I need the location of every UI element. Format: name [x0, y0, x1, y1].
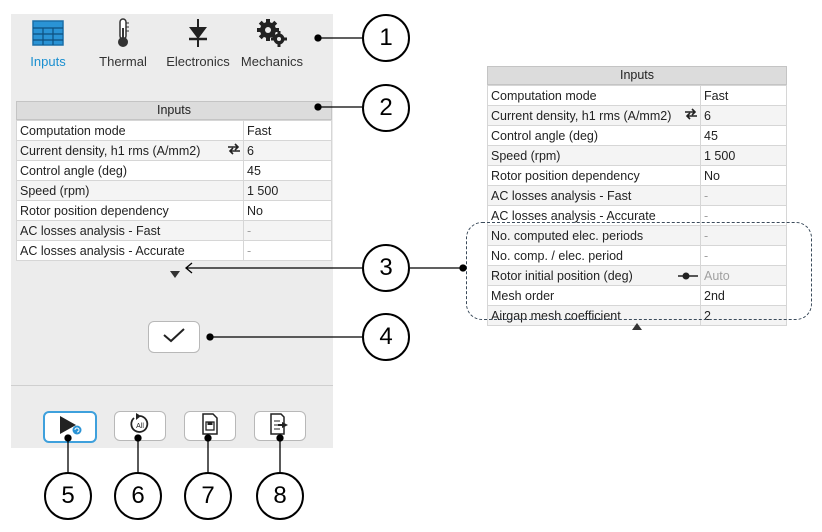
- gears-icon: [232, 16, 312, 50]
- tab-electronics[interactable]: Electronics: [158, 16, 238, 69]
- tab-label: Mechanics: [240, 54, 304, 69]
- callout-1: 1: [362, 14, 410, 62]
- row-label: No. comp. / elec. period: [487, 245, 701, 266]
- table-row[interactable]: Rotor initial position (deg) Auto: [487, 265, 787, 286]
- pin-toggle-icon[interactable]: [678, 270, 698, 284]
- expand-down-icon[interactable]: [170, 266, 180, 284]
- tab-label: Electronics: [166, 54, 230, 69]
- row-value[interactable]: 45: [700, 125, 787, 146]
- row-label: Speed (rpm): [16, 180, 244, 201]
- row-label: Control angle (deg): [487, 125, 701, 146]
- row-label: AC losses analysis - Accurate: [487, 205, 701, 226]
- diode-icon: [158, 16, 238, 50]
- advanced-rows-highlight: [466, 222, 812, 320]
- table-header: Inputs: [487, 66, 787, 85]
- table-header: Inputs: [16, 101, 332, 120]
- callout-4: 4: [362, 313, 410, 361]
- row-label: Computation mode: [16, 120, 244, 141]
- row-label: Computation mode: [487, 85, 701, 106]
- save-document-icon: [200, 412, 220, 440]
- table-row[interactable]: Rotor position dependency No: [487, 165, 787, 186]
- confirm-button[interactable]: [148, 321, 200, 353]
- row-label: Speed (rpm): [487, 145, 701, 166]
- row-value: -: [243, 220, 332, 241]
- row-label: Current density, h1 rms (A/mm2): [491, 108, 672, 123]
- table-grid-icon: [8, 16, 88, 50]
- inputs-table-expanded: Inputs Computation mode Fast Current den…: [487, 66, 787, 326]
- row-label: Airgap mesh coefficient: [487, 305, 701, 326]
- row-label: Rotor position dependency: [16, 200, 244, 221]
- export-icon: [268, 412, 292, 440]
- table-row[interactable]: Speed (rpm) 1 500: [487, 145, 787, 166]
- inputs-table: Inputs Computation mode Fast Current den…: [16, 101, 332, 261]
- row-value[interactable]: 2nd: [700, 285, 787, 306]
- row-value[interactable]: No: [243, 200, 332, 221]
- row-value[interactable]: 2: [700, 305, 787, 326]
- row-value[interactable]: Fast: [700, 85, 787, 106]
- reset-all-icon: All: [128, 412, 152, 440]
- callout-3: 3: [362, 244, 410, 292]
- tab-bar: Inputs Thermal Electronics: [11, 14, 333, 74]
- tab-label: Thermal: [99, 54, 147, 69]
- table-row[interactable]: Control angle (deg) 45: [487, 125, 787, 146]
- row-label: No. computed elec. periods: [487, 225, 701, 246]
- row-label-cell: Current density, h1 rms (A/mm2): [16, 140, 244, 161]
- table-row[interactable]: Control angle (deg) 45: [16, 160, 332, 181]
- row-value[interactable]: 1 500: [700, 145, 787, 166]
- run-icon: [57, 415, 83, 440]
- run-button[interactable]: [43, 411, 97, 443]
- table-row[interactable]: Computation mode Fast: [16, 120, 332, 141]
- row-label: Rotor initial position (deg): [491, 268, 633, 283]
- row-value[interactable]: 6: [700, 105, 787, 126]
- row-value: -: [243, 240, 332, 261]
- reset-all-label: All: [136, 423, 144, 430]
- tab-mechanics[interactable]: Mechanics: [232, 16, 312, 69]
- callout-2: 2: [362, 84, 410, 132]
- thermometer-icon: [83, 16, 163, 50]
- table-row[interactable]: Rotor position dependency No: [16, 200, 332, 221]
- row-value[interactable]: 6: [243, 140, 332, 161]
- swap-arrows-icon[interactable]: [684, 108, 698, 123]
- row-label: Control angle (deg): [16, 160, 244, 181]
- toolbar-divider: [11, 385, 333, 386]
- row-label: Current density, h1 rms (A/mm2): [20, 143, 201, 158]
- table-row[interactable]: Computation mode Fast: [487, 85, 787, 106]
- row-label-cell: Current density, h1 rms (A/mm2): [487, 105, 701, 126]
- row-label: Rotor position dependency: [487, 165, 701, 186]
- table-row[interactable]: Airgap mesh coefficient 2: [487, 305, 787, 326]
- row-value: -: [700, 205, 787, 226]
- callout-6: 6: [114, 472, 162, 520]
- checkmark-icon: [162, 327, 186, 348]
- callout-8: 8: [256, 472, 304, 520]
- row-value[interactable]: 45: [243, 160, 332, 181]
- tab-label: Inputs: [30, 54, 66, 69]
- table-row[interactable]: Speed (rpm) 1 500: [16, 180, 332, 201]
- tab-thermal[interactable]: Thermal: [83, 16, 163, 69]
- swap-arrows-icon[interactable]: [227, 143, 241, 158]
- row-value[interactable]: No: [700, 165, 787, 186]
- row-label-cell: Rotor initial position (deg): [487, 265, 701, 286]
- tab-inputs[interactable]: Inputs: [8, 16, 88, 69]
- row-label: AC losses analysis - Accurate: [16, 240, 244, 261]
- table-row[interactable]: No. comp. / elec. period -: [487, 245, 787, 266]
- table-row[interactable]: AC losses analysis - Accurate -: [487, 205, 787, 226]
- callout-7: 7: [184, 472, 232, 520]
- table-row[interactable]: AC losses analysis - Accurate -: [16, 240, 332, 261]
- row-value[interactable]: Auto: [700, 265, 787, 286]
- table-row[interactable]: Current density, h1 rms (A/mm2) 6: [16, 140, 332, 161]
- collapse-up-icon[interactable]: [632, 318, 642, 336]
- table-row[interactable]: Current density, h1 rms (A/mm2) 6: [487, 105, 787, 126]
- callout-5: 5: [44, 472, 92, 520]
